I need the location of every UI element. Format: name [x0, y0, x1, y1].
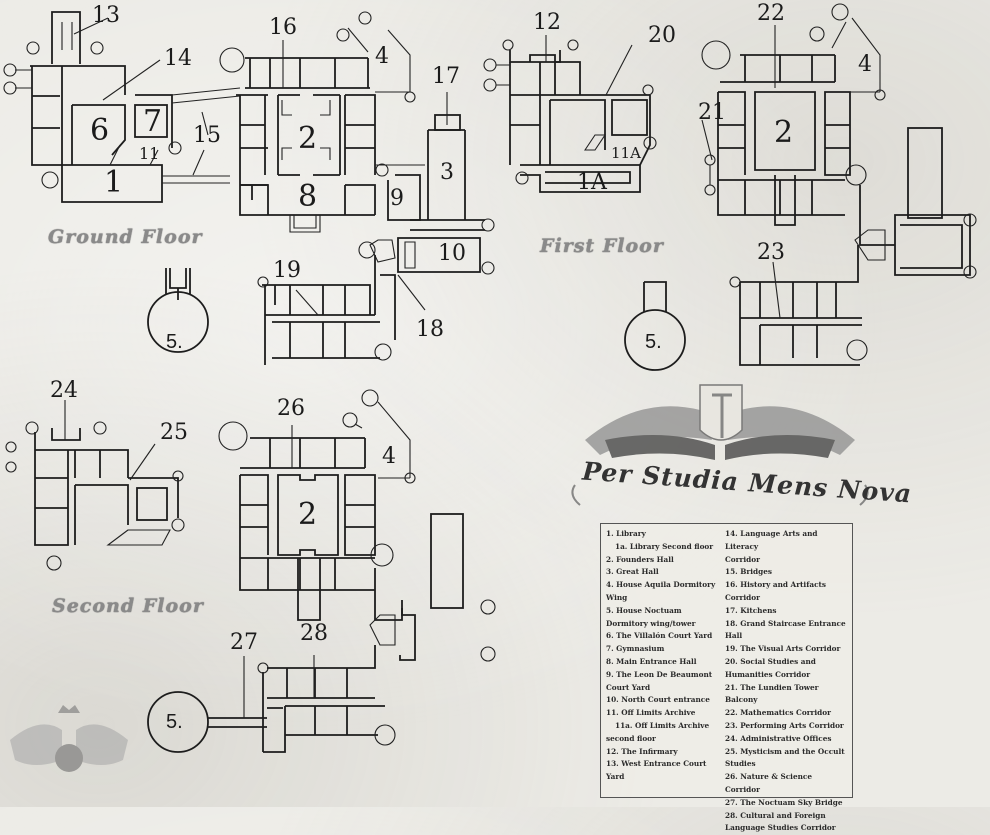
legend-item: Language Studies Corridor — [725, 823, 836, 833]
legend-item: 15. Bridges — [725, 567, 772, 577]
label-4-second: 4 — [382, 444, 396, 469]
label-6: 6 — [90, 113, 110, 148]
legend-item: 7. Gymnasium — [606, 644, 665, 654]
legend-item: Corridor — [725, 554, 760, 564]
legend-item: 13. West Entrance Court — [606, 759, 707, 769]
first-floor-plan — [483, 3, 977, 371]
legend-item: 5. House Noctuam — [606, 605, 682, 615]
label-19: 19 — [273, 258, 301, 283]
legend-item: 18. Grand Staircase Entrance Hall — [725, 618, 846, 641]
legend-item: 17. Kitchens — [725, 605, 777, 615]
label-11: 11 — [139, 144, 160, 163]
label-20: 20 — [648, 23, 676, 48]
ground-floor-plan — [3, 11, 495, 365]
label-16: 16 — [269, 15, 297, 40]
label-14: 14 — [164, 46, 192, 71]
legend-item: 27. The Noctuam Sky Bridge — [725, 797, 843, 807]
label-26: 26 — [277, 396, 305, 421]
legend-item: Court Yard — [606, 682, 651, 692]
label-11a: 11A — [611, 144, 641, 162]
label-5-second: 5. — [166, 711, 183, 733]
legend-item: 6. The Villalón Court Yard — [606, 631, 713, 641]
label-5-first: 5. — [645, 331, 662, 353]
label-10: 10 — [438, 241, 466, 266]
legend-item: Wing — [606, 592, 628, 602]
legend-item: 4. House Aquila Dormitory — [606, 580, 716, 590]
label-15: 15 — [193, 123, 221, 148]
legend-item: 1. Library — [606, 529, 646, 538]
legend-item: Dormitory wing/tower — [606, 618, 696, 628]
label-17: 17 — [432, 64, 460, 89]
label-2-first: 2 — [774, 115, 794, 150]
legend-item: 28. Cultural and Foreign — [725, 810, 826, 820]
label-4-ground: 4 — [375, 44, 389, 69]
label-3: 3 — [440, 160, 454, 185]
owl-emblem — [10, 705, 128, 772]
legend-item: second floor — [606, 733, 656, 743]
legend-item: 10. North Court entrance — [606, 695, 710, 705]
legend-item: Yard — [606, 772, 625, 782]
crest-emblem — [571, 384, 869, 506]
label-5-ground: 5. — [166, 331, 183, 353]
legend-item: 2. Founders Hall — [606, 554, 674, 564]
legend-item: 8. Main Entrance Hall — [606, 656, 697, 666]
legend-column-left: 1. Library 1a. Library Second floor 2. F… — [606, 528, 721, 797]
legend-item: 22. Mathematics Corridor — [725, 708, 831, 718]
label-28: 28 — [300, 621, 328, 646]
label-1a: 1A — [577, 170, 607, 195]
ground-floor-title: Ground Floor — [48, 226, 203, 248]
legend-item: 11a. Off Limits Archive — [615, 720, 710, 730]
label-9: 9 — [390, 186, 404, 211]
legend-item: 23. Performing Arts Corridor — [725, 720, 844, 730]
label-7: 7 — [143, 104, 163, 139]
legend-item: 9. The Leon De Beaumont — [606, 669, 713, 679]
legend-item: 19. The Visual Arts Corridor — [725, 644, 841, 654]
label-1: 1 — [104, 165, 124, 200]
floor-plan-linework — [3, 3, 977, 772]
legend-item: 21. The Lundien Tower Balcony — [725, 682, 819, 705]
legend-column-right: 14. Language Arts and Literacy Corridor … — [725, 528, 848, 832]
legend-item: 12. The Infirmary — [606, 746, 678, 756]
first-floor-title: First Floor — [540, 235, 664, 257]
second-floor-title: Second Floor — [52, 595, 204, 617]
legend-box: 1. Library 1a. Library Second floor 2. F… — [600, 523, 853, 832]
label-18: 18 — [416, 317, 444, 342]
label-2-ground: 2 — [298, 121, 318, 156]
legend-item: 3. Great Hall — [606, 567, 659, 577]
label-21: 21 — [698, 100, 726, 125]
legend-item: Studies — [725, 759, 756, 769]
label-23: 23 — [757, 240, 785, 265]
legend-item: Corridor — [725, 592, 760, 602]
legend-item: 14. Language Arts and Literacy — [725, 529, 818, 551]
legend-item: 25. Mysticism and the Occult — [725, 746, 845, 756]
label-arrows — [64, 17, 781, 718]
legend-item: 1a. Library Second floor — [615, 541, 714, 551]
second-floor-plan — [5, 389, 496, 753]
legend-item: 20. Social Studies and — [725, 656, 816, 666]
legend-item: 16. History and Artifacts — [725, 580, 826, 590]
label-4-first: 4 — [858, 52, 872, 77]
legend-item: 24. Administrative Offices — [725, 733, 832, 743]
label-12: 12 — [533, 10, 561, 35]
label-27: 27 — [230, 630, 258, 655]
legend-item: 11. Off Limits Archive — [606, 708, 696, 718]
label-24: 24 — [50, 378, 78, 403]
label-8: 8 — [298, 179, 318, 214]
legend-item: Humanities Corridor — [725, 669, 811, 679]
label-13: 13 — [92, 3, 120, 28]
label-2-second: 2 — [298, 497, 318, 532]
label-22: 22 — [757, 1, 785, 26]
legend-item: 26. Nature & Science Corridor — [725, 772, 812, 794]
label-25: 25 — [160, 420, 188, 445]
